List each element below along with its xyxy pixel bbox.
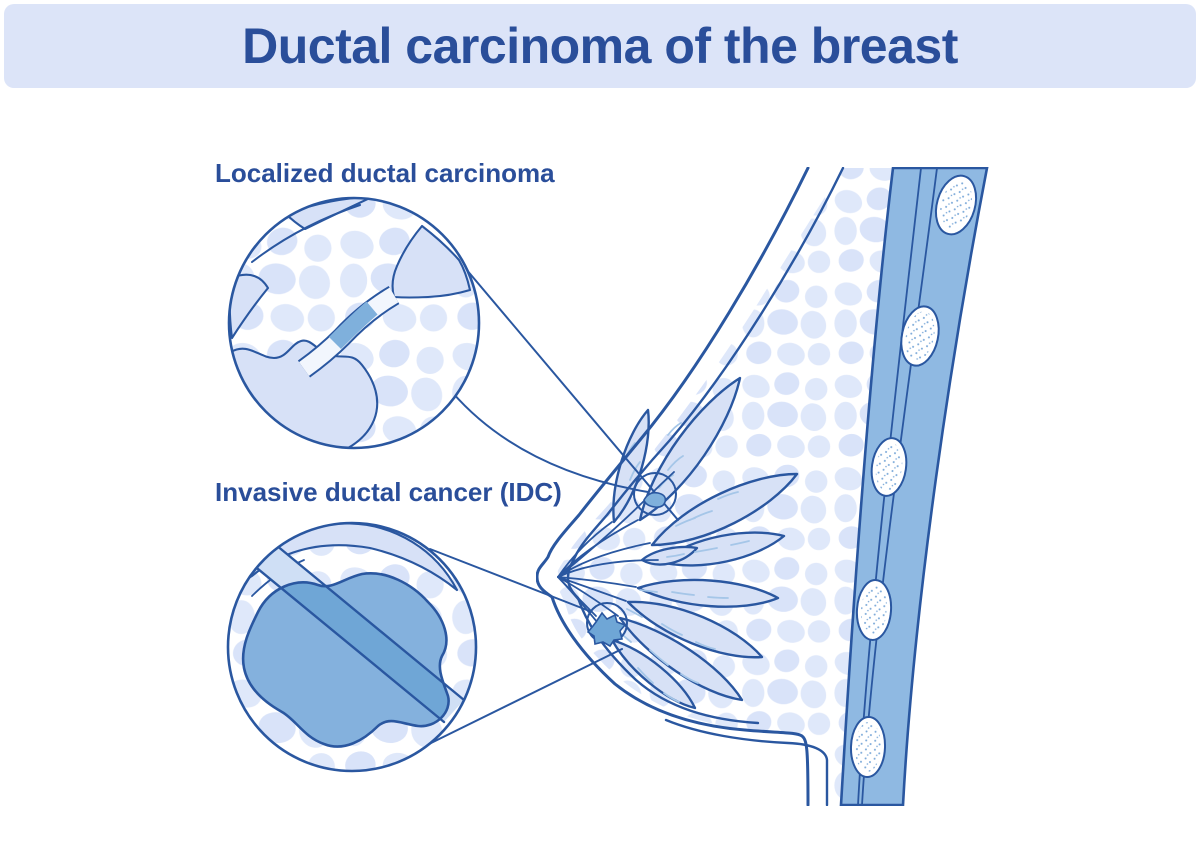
inset-circle-1: [227, 196, 481, 450]
label-invasive-ductal-cancer: Invasive ductal cancer (IDC): [215, 477, 562, 507]
dcis-duct-lesion: [643, 491, 667, 508]
invasive-tumor-lesion: [586, 611, 627, 648]
skin-contours: [536, 167, 845, 806]
mammary-lobes: [610, 376, 799, 710]
title-banner: Ductal carcinoma of the breast: [4, 4, 1196, 88]
pectoral-muscle-band: [839, 167, 989, 806]
rib-cross-sections: [849, 174, 978, 778]
fat-tissue-region: [556, 168, 893, 805]
inframammary-white: [543, 597, 807, 805]
lobe-texture-squiggles: [617, 422, 750, 703]
invasive-tumor-mass: [243, 573, 449, 747]
duct-with-dcis: [297, 285, 400, 378]
tumor-marker-circles: [586, 472, 677, 648]
inset-localized-ductal-carcinoma: [227, 196, 481, 450]
page-title: Ductal carcinoma of the breast: [242, 18, 958, 74]
milk-ducts: [557, 471, 675, 639]
label-localized-ductal-carcinoma: Localized ductal carcinoma: [215, 158, 555, 188]
inset-circle-2: [226, 521, 478, 773]
breast-section: [536, 167, 989, 806]
inset-invasive-ductal-cancer: [226, 521, 478, 773]
callout-lines: [428, 255, 679, 745]
